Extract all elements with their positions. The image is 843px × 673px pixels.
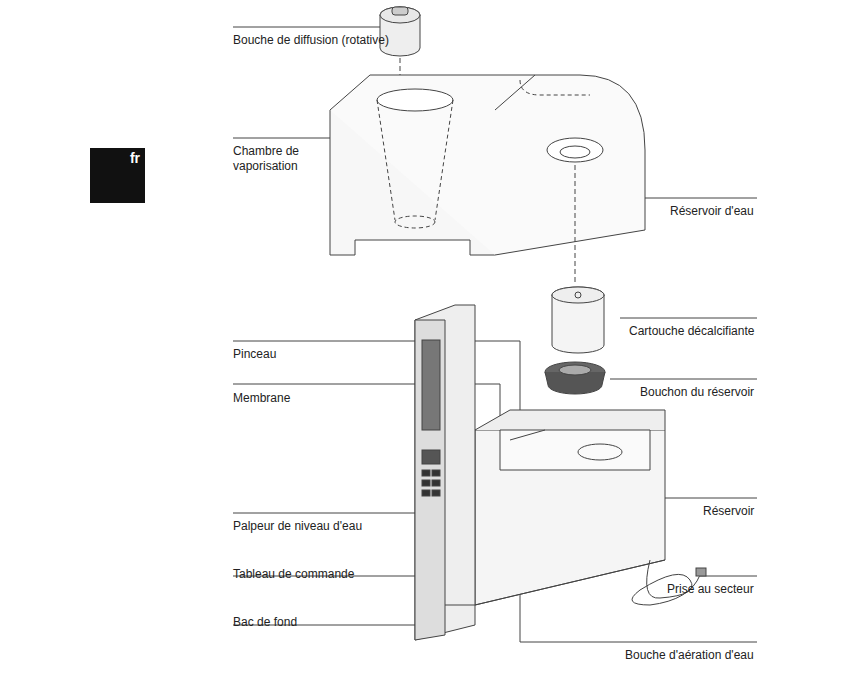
part-label: Pinceau xyxy=(233,347,276,362)
part-label: Réservoir d'eau xyxy=(670,204,754,219)
language-tab: fr xyxy=(90,148,145,203)
part-label: Membrane xyxy=(233,391,290,406)
part-label: Bouche de diffusion (rotative) xyxy=(233,33,389,48)
part-label: Réservoir xyxy=(703,504,754,519)
part-label: Tableau de commande xyxy=(233,567,354,582)
part-label: Chambre de vaporisation xyxy=(233,144,323,174)
language-code: fr xyxy=(130,150,140,166)
part-label: Palpeur de niveau d'eau xyxy=(233,519,362,534)
part-label: Prise au secteur xyxy=(667,582,754,597)
part-label: Bouchon du réservoir xyxy=(640,385,754,400)
part-label: Bouche d'aération d'eau xyxy=(625,648,754,663)
part-label: Bac de fond xyxy=(233,615,297,630)
part-label: Cartouche décalcifiante xyxy=(629,324,754,339)
